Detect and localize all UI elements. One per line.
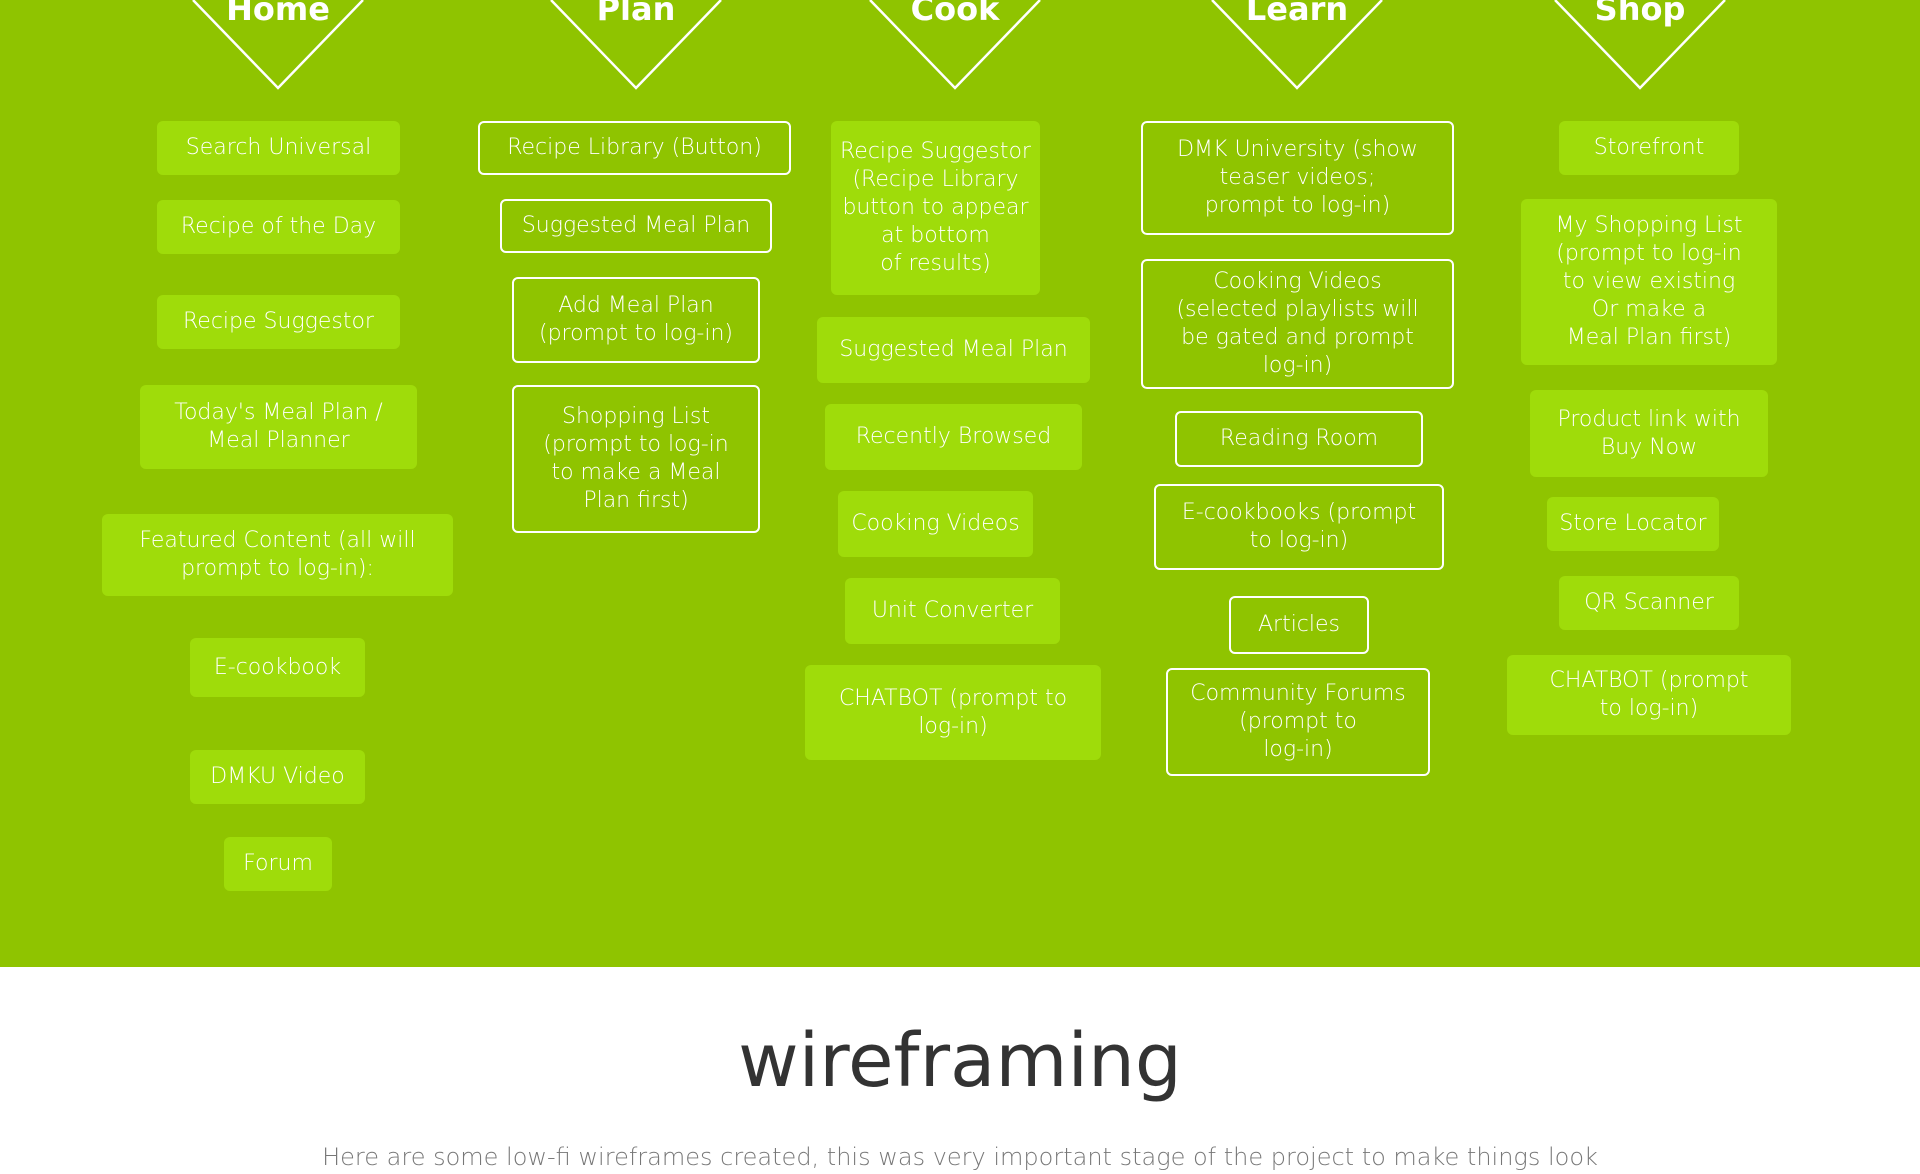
diamond-shape — [1211, 0, 1383, 90]
shop-node: CHATBOT (prompt to log-in) — [1507, 655, 1791, 735]
learn-node: Articles — [1229, 596, 1369, 654]
diamond-shape — [869, 0, 1041, 90]
shop-node: Store Locator — [1547, 497, 1719, 551]
section-title: wireframing — [738, 1018, 1182, 1104]
shop-heading: Shop — [1553, 0, 1727, 92]
diamond-shape — [1554, 0, 1726, 90]
learn-node: Reading Room — [1175, 411, 1423, 467]
shop-node: Product link with Buy Now — [1530, 390, 1768, 477]
learn-heading-label: Learn — [1245, 0, 1349, 28]
shop-node: My Shopping List (prompt to log-in to vi… — [1521, 199, 1777, 365]
cook-node: Unit Converter — [845, 578, 1060, 644]
home-node: Today's Meal Plan / Meal Planner — [140, 385, 417, 469]
learn-heading: Learn — [1210, 0, 1384, 92]
cook-node: Recipe Suggestor (Recipe Library button … — [831, 121, 1040, 295]
plan-node: Shopping List (prompt to log-in to make … — [512, 385, 760, 533]
intro-text: Here are some low-fi wireframes created,… — [322, 1143, 1598, 1171]
cook-node: CHATBOT (prompt to log-in) — [805, 665, 1101, 760]
home-heading: Home — [191, 0, 365, 92]
plan-node: Suggested Meal Plan — [500, 199, 772, 253]
plan-node: Recipe Library (Button) — [478, 121, 791, 175]
home-node: Recipe of the Day — [157, 200, 400, 254]
home-node: Forum — [224, 837, 332, 891]
plan-node: Add Meal Plan (prompt to log-in) — [512, 277, 760, 363]
shop-node: Storefront — [1559, 121, 1739, 175]
learn-node: Community Forums (prompt to log-in) — [1166, 668, 1430, 776]
cook-node: Cooking Videos — [838, 491, 1033, 557]
home-node: Recipe Suggestor — [157, 295, 400, 349]
home-node: E-cookbook — [190, 638, 365, 697]
diamond-shape — [192, 0, 364, 90]
home-node: Featured Content (all will prompt to log… — [102, 514, 453, 596]
content-section — [0, 967, 1920, 1163]
diamond-shape — [550, 0, 722, 90]
cook-node: Recently Browsed — [825, 404, 1082, 470]
shop-heading-label: Shop — [1594, 0, 1686, 28]
cook-heading-label: Cook — [910, 0, 1000, 28]
shop-node: QR Scanner — [1559, 576, 1739, 630]
cook-heading: Cook — [868, 0, 1042, 92]
home-heading-label: Home — [226, 0, 330, 28]
home-node: DMKU Video — [190, 750, 365, 804]
learn-node: DMK University (show teaser videos; prom… — [1141, 121, 1454, 235]
cook-node: Suggested Meal Plan — [817, 317, 1090, 383]
plan-heading-label: Plan — [596, 0, 676, 28]
learn-node: E-cookbooks (prompt to log-in) — [1154, 484, 1444, 570]
home-node: Search Universal — [157, 121, 400, 175]
learn-node: Cooking Videos (selected playlists will … — [1141, 259, 1454, 389]
plan-heading: Plan — [549, 0, 723, 92]
